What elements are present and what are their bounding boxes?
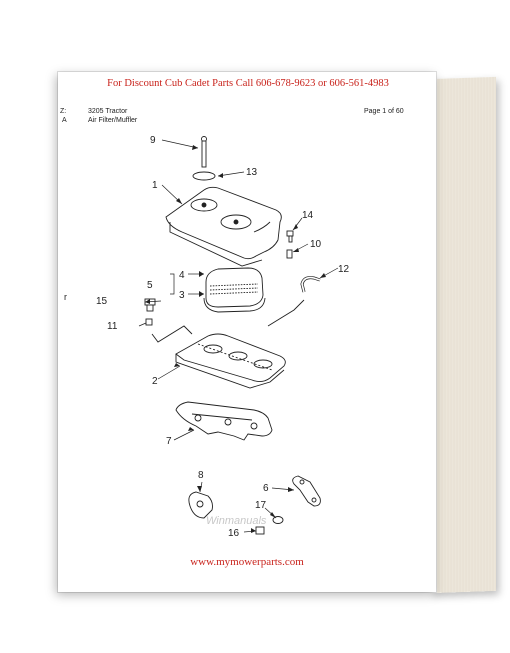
page-edge: [430, 76, 496, 594]
callout-13: 13: [246, 167, 258, 178]
callout-1: 1: [152, 180, 158, 191]
callout-3: 3: [179, 290, 185, 301]
callout-8: 8: [198, 470, 204, 481]
callout-10: 10: [310, 239, 322, 250]
filter-element-part-4: [205, 267, 264, 308]
section-prefix: A: [62, 117, 67, 124]
page-number: Page 1 of 60: [364, 108, 404, 115]
side-mark: r: [64, 292, 67, 302]
callout-4: 4: [179, 270, 185, 281]
callout-16: 16: [228, 528, 240, 539]
screw-part-14: [286, 230, 294, 243]
callout-17: 17: [255, 500, 267, 511]
callout-12: 12: [338, 264, 350, 275]
bracket-part-6: [292, 475, 321, 507]
watermark-text: Winmanuals: [206, 515, 267, 527]
callout-5: 5: [147, 280, 153, 291]
callout-11: 11: [107, 321, 118, 332]
catalog-page: For Discount Cub Cadet Parts Call 606-67…: [58, 72, 436, 592]
callout-15: 15: [96, 296, 108, 307]
book-cover: For Discount Cub Cadet Parts Call 606-67…: [58, 72, 496, 594]
model-prefix: Z:: [60, 108, 67, 115]
section-name: Air Filter/Muffler: [88, 117, 138, 124]
callout-9: 9: [150, 135, 156, 146]
footer-url[interactable]: www.mymowerparts.com: [190, 556, 304, 568]
cover-part-1: [165, 186, 282, 267]
spacer-part-10: [286, 249, 293, 259]
model-name: 3205 Tractor: [88, 108, 128, 115]
callout-14: 14: [302, 210, 314, 221]
washer-part-13: [192, 171, 216, 181]
base-part-2: [175, 333, 286, 389]
gasket-part-7: [175, 401, 273, 441]
nut-part-11: [145, 318, 153, 326]
callout-6: 6: [263, 483, 269, 494]
callout-7: 7: [166, 436, 172, 447]
exploded-parts-diagram: Winmanuals 9 13 1 14 10 12 5 4 3 15 11 2…: [96, 135, 350, 539]
dealer-banner: For Discount Cub Cadet Parts Call 606-67…: [107, 78, 389, 89]
bolt-part-9: [201, 136, 207, 168]
gasket-part-8: [188, 491, 213, 519]
callout-2: 2: [152, 376, 158, 387]
pre-cleaner-part-3: [203, 297, 266, 313]
nut-part-16: [255, 526, 265, 535]
washer-part-17: [272, 516, 284, 524]
